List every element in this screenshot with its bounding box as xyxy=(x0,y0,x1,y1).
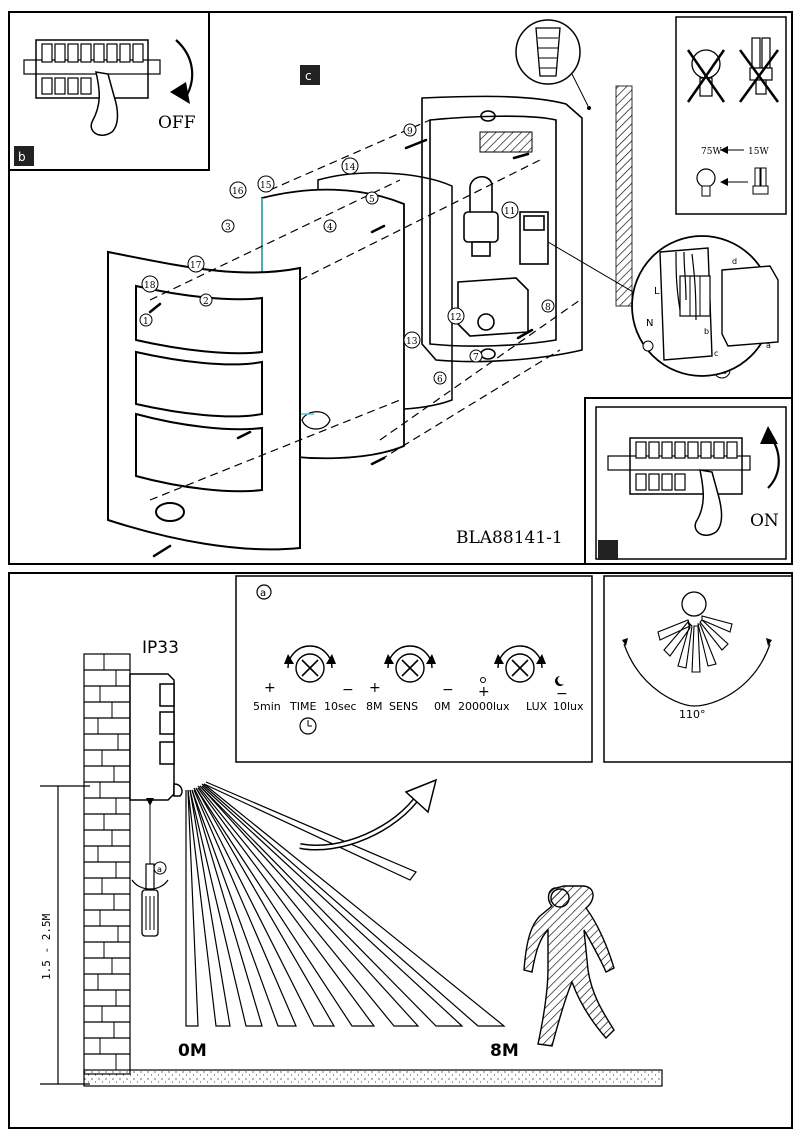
svg-text:12: 12 xyxy=(450,313,461,323)
svg-text:13: 13 xyxy=(406,337,418,347)
svg-text:+: + xyxy=(369,680,381,696)
svg-text:10lux: 10lux xyxy=(553,700,584,713)
svg-text:d: d xyxy=(732,257,737,266)
part-callouts: 1 2 3 4 5 6 7 8 9 10 11 12 13 14 15 16 1… xyxy=(139,123,731,385)
step-c-badge xyxy=(300,65,320,85)
bulb-spec-box: 75W 15W xyxy=(675,16,787,215)
svg-text:−: − xyxy=(556,686,568,702)
svg-text:+: + xyxy=(264,680,276,696)
range-end: 8M xyxy=(490,1041,519,1061)
clock-icon xyxy=(299,717,317,735)
svg-text:5min: 5min xyxy=(253,700,281,713)
sensor-controls-box: a + − 5min TIME 10sec xyxy=(235,575,593,763)
svg-text:c: c xyxy=(305,69,312,83)
detection-fan xyxy=(185,781,506,1027)
ground xyxy=(83,1069,663,1087)
bulb-cfl-icon xyxy=(751,37,761,69)
svg-text:11: 11 xyxy=(504,207,515,217)
assembly-guides xyxy=(149,119,581,501)
svg-text:8M: 8M xyxy=(366,700,383,713)
model-code: BLA88141-1 xyxy=(456,528,563,548)
svg-text:9: 9 xyxy=(407,127,413,137)
installation-panel: a + − 5min TIME 10sec xyxy=(8,572,793,1129)
svg-text:a: a xyxy=(157,865,162,874)
svg-text:a: a xyxy=(260,588,266,599)
wall-plug-callout xyxy=(515,19,591,110)
svg-text:c: c xyxy=(714,349,718,358)
svg-text:LUX: LUX xyxy=(526,700,548,713)
svg-text:10sec: 10sec xyxy=(324,700,357,713)
svg-text:a: a xyxy=(766,341,771,350)
hand-icon xyxy=(694,469,723,536)
detection-angle-box: 110° xyxy=(603,575,793,763)
svg-text:b: b xyxy=(704,327,709,336)
brick-wall xyxy=(83,653,131,1075)
svg-text:−: − xyxy=(342,682,354,698)
screwdriver-icon: a xyxy=(131,798,169,937)
svg-text:17: 17 xyxy=(190,261,202,271)
step-b-badge xyxy=(14,146,34,166)
svg-text:−: − xyxy=(442,682,454,698)
svg-text:TIME: TIME xyxy=(289,700,316,713)
off-label: OFF xyxy=(158,113,196,133)
svg-text:14: 14 xyxy=(344,163,356,173)
svg-text:16: 16 xyxy=(232,187,244,197)
svg-text:1: 1 xyxy=(143,317,149,327)
motion-arrow-icon xyxy=(299,778,438,851)
live-label: L xyxy=(654,286,660,297)
person-icon xyxy=(523,885,615,1047)
svg-text:6: 6 xyxy=(437,375,443,385)
svg-text:8: 8 xyxy=(545,303,551,313)
mount-height: 1.5 - 2.5M xyxy=(40,913,53,980)
switch-off-inset: OFF b xyxy=(8,11,210,171)
svg-text:+: + xyxy=(478,684,490,700)
range-start: 0M xyxy=(178,1041,207,1061)
rotate-arrow-icon xyxy=(170,82,190,104)
detection-angle: 110° xyxy=(679,708,706,721)
wattage-75w: 75W xyxy=(701,147,722,157)
svg-text:b: b xyxy=(18,150,26,164)
assembly-panel: OFF b c 75W xyxy=(8,11,793,565)
svg-text:2: 2 xyxy=(203,297,209,307)
step-d-badge xyxy=(598,540,618,560)
neutral-label: N xyxy=(646,318,653,329)
svg-text:3: 3 xyxy=(225,223,231,233)
lux-knob: + − 20000lux LUX 10lux xyxy=(458,645,584,713)
svg-text:7: 7 xyxy=(473,353,479,363)
hand-icon xyxy=(90,71,119,136)
screws xyxy=(148,138,534,558)
height-dimension: 1.5 - 2.5M xyxy=(40,785,90,1085)
on-label: ON xyxy=(750,511,779,531)
svg-text:15: 15 xyxy=(260,181,272,191)
svg-text:4: 4 xyxy=(327,223,333,233)
switch-on-inset: ON xyxy=(584,397,793,565)
moon-icon xyxy=(555,676,564,686)
wall-section xyxy=(615,85,633,307)
time-knob: + − 5min TIME 10sec xyxy=(253,645,357,735)
sens-knob: + − 8M SENS 0M xyxy=(366,645,454,713)
svg-text:18: 18 xyxy=(144,281,156,291)
sun-icon xyxy=(480,677,486,683)
back-housing xyxy=(421,95,583,363)
rotate-arrow-icon xyxy=(760,426,778,444)
fixture-side-view xyxy=(129,673,183,801)
wiring-detail: L N d b c a xyxy=(631,235,779,377)
front-cover xyxy=(107,250,301,551)
svg-text:0M: 0M xyxy=(434,700,451,713)
svg-text:20000lux: 20000lux xyxy=(458,700,510,713)
wattage-15w: 15W xyxy=(748,147,769,157)
ip-rating: IP33 xyxy=(142,638,179,658)
svg-text:SENS: SENS xyxy=(389,700,418,713)
svg-text:5: 5 xyxy=(369,195,375,205)
